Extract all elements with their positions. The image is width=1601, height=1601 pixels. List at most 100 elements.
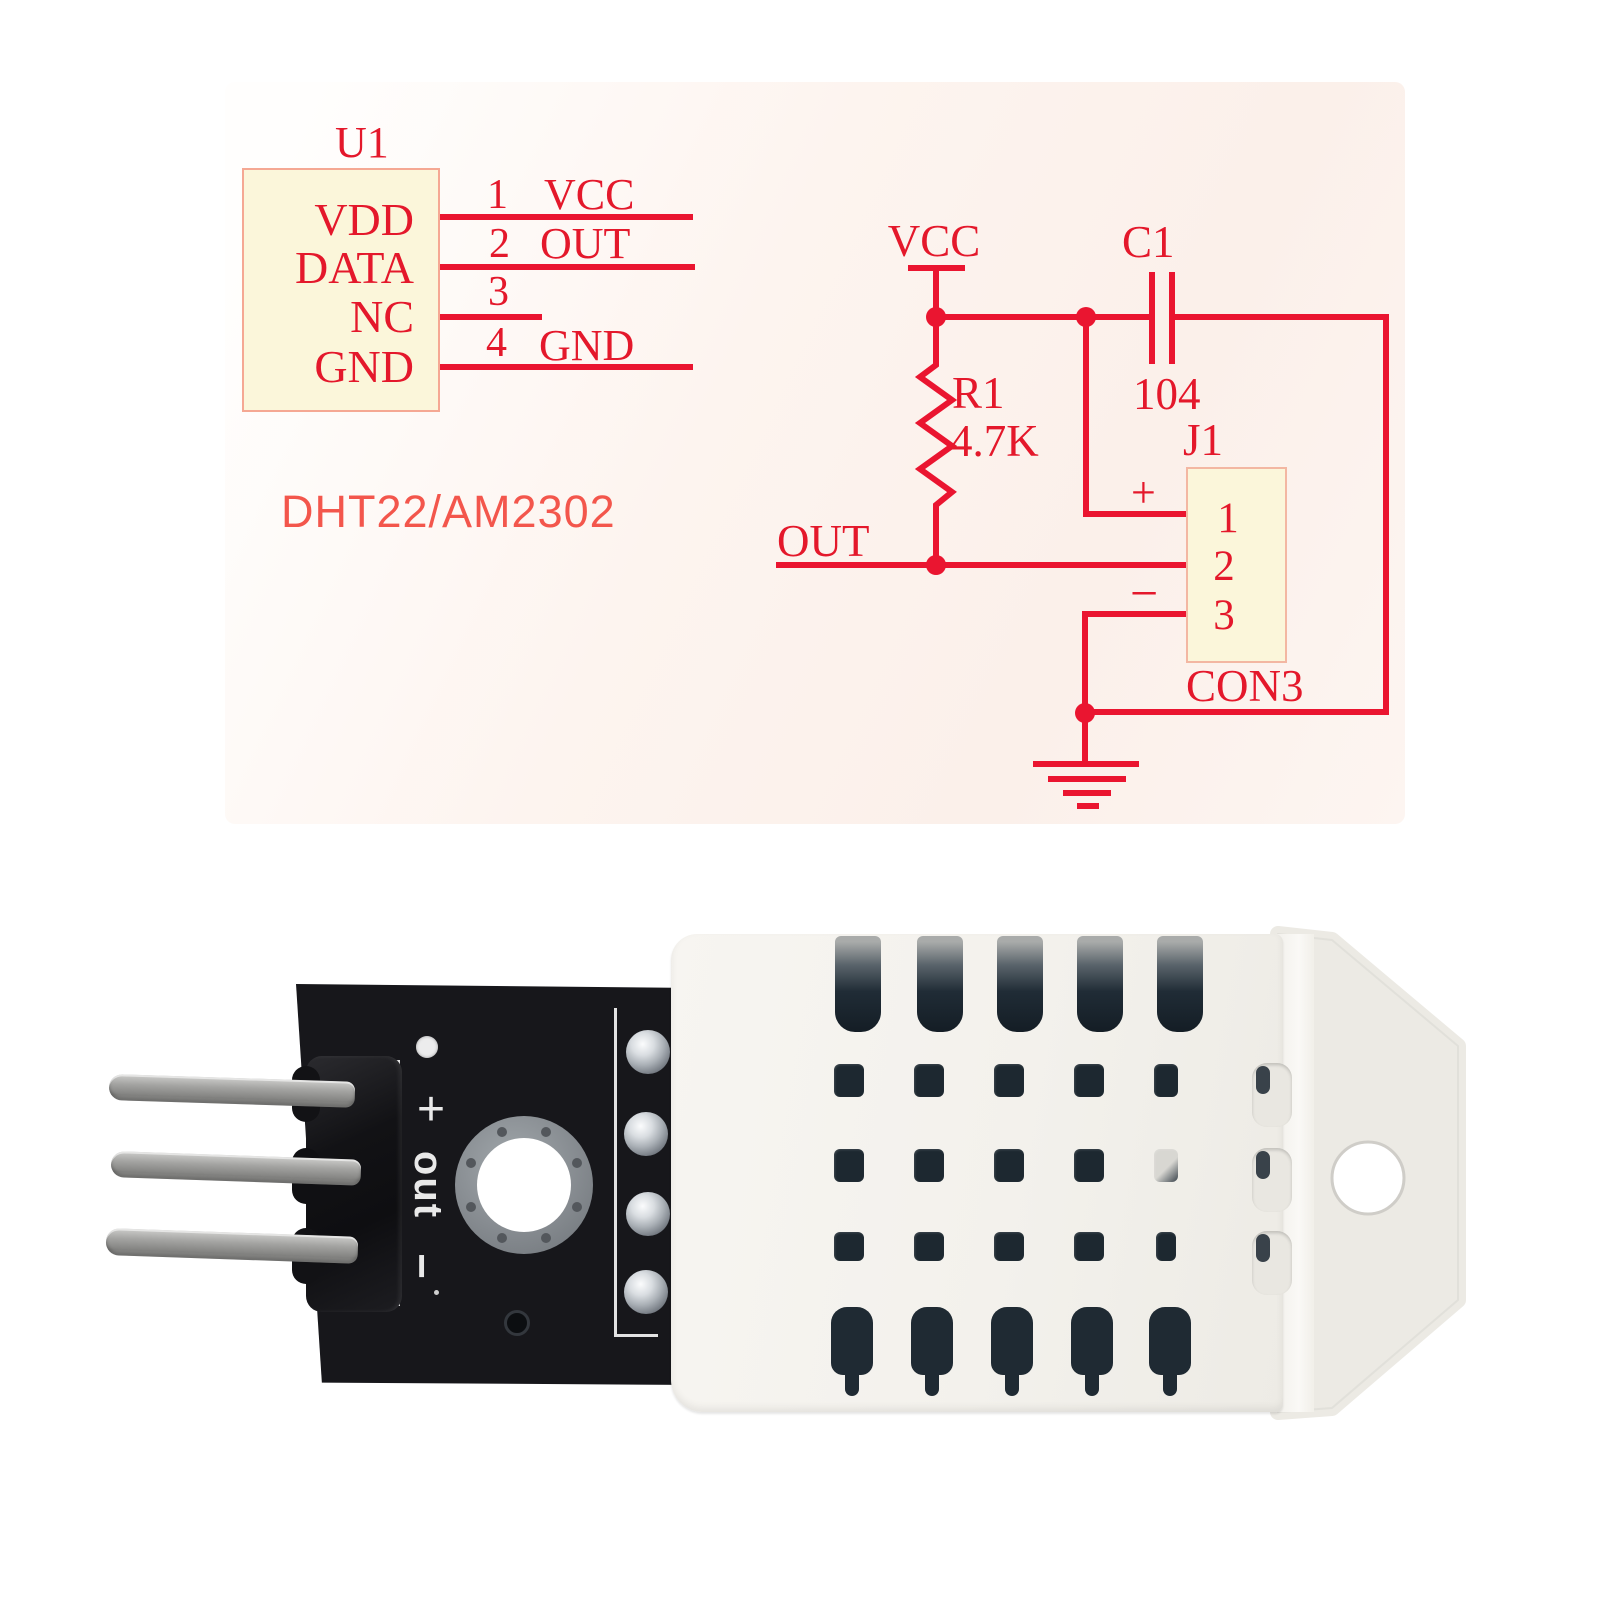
u1-pin2-net: OUT <box>540 219 631 268</box>
vent-slot-top <box>997 936 1043 1032</box>
u1-pin3-number: 3 <box>488 269 509 315</box>
u1-pin2-number: 2 <box>489 221 510 267</box>
c1-plate-right <box>1169 272 1175 364</box>
part-name-label: DHT22/AM2302 <box>281 486 616 537</box>
wire-pin4 <box>440 364 693 370</box>
wire-branch-pin3-v <box>1082 611 1088 715</box>
wire-pin2 <box>440 264 695 270</box>
silkscreen-pad-line <box>614 1008 617 1336</box>
solder-joint-3 <box>626 1192 670 1236</box>
vent-slot-bell-stem <box>1085 1372 1099 1396</box>
solder-joint-2 <box>624 1112 668 1156</box>
pcb-top-hole <box>416 1036 438 1058</box>
pcb-bottom-hole <box>504 1310 530 1336</box>
sensor-tab <box>1270 926 1466 1420</box>
solder-joint-1 <box>626 1030 670 1074</box>
c1-ref-label: C1 <box>1122 217 1175 267</box>
vent-slot-small <box>994 1064 1024 1097</box>
vent-slot-small <box>1154 1064 1178 1097</box>
wire-branch-pin3-h <box>1085 611 1186 617</box>
u1-pin1-net: VCC <box>544 170 635 219</box>
wire-out <box>776 562 1186 568</box>
wire-bottom <box>1085 709 1389 715</box>
vent-slot-bell-stem <box>1163 1372 1177 1396</box>
vent-slot-small <box>914 1232 944 1261</box>
gnd-stem <box>1082 713 1088 763</box>
vent-slot-bell <box>1149 1307 1191 1375</box>
plated-ring-dot <box>466 1201 477 1212</box>
wire-right-v <box>1383 314 1389 715</box>
solder-joint-4 <box>624 1270 668 1314</box>
u1-pin-name-nc: NC <box>350 291 414 342</box>
r1-value-label: 4.7K <box>950 416 1039 466</box>
u1-pin-name-gnd: GND <box>314 341 414 392</box>
plated-ring-dot <box>497 1232 508 1243</box>
mounting-hole <box>1330 1140 1406 1216</box>
vent-slot-bell <box>1071 1307 1113 1375</box>
plated-ring-dot <box>540 1127 551 1138</box>
u1-pin-name-vdd: VDD <box>314 194 414 245</box>
vent-slot-bell <box>831 1307 873 1375</box>
c1-plate-left <box>1149 272 1155 364</box>
j1-pin2-number: 2 <box>1213 543 1235 590</box>
j1-name-label: CON3 <box>1186 661 1304 711</box>
vcc-net-label: VCC <box>887 216 981 266</box>
vcc-stem <box>933 269 939 317</box>
edge-groove-opening <box>1256 1151 1270 1179</box>
u1-pin4-net: GND <box>539 321 635 370</box>
vent-slot-small <box>994 1232 1024 1261</box>
r1-ref-label: R1 <box>952 368 1005 418</box>
j1-pin1-number: 1 <box>1217 495 1239 542</box>
j1-plus-label: + <box>1131 468 1156 517</box>
silkscreen-pad-line-jog <box>614 1334 658 1337</box>
u1-ref-label: U1 <box>335 118 389 167</box>
c1-value-label: 104 <box>1133 369 1201 419</box>
wire-branch-pin1-h <box>1083 511 1186 517</box>
wire-branch-pin1-v <box>1083 314 1089 517</box>
gnd-bar3 <box>1063 790 1111 796</box>
vent-slot-bell-stem <box>845 1372 859 1396</box>
vent-slot-bell <box>991 1307 1033 1375</box>
gnd-bar2 <box>1048 776 1126 782</box>
plated-ring-dot <box>497 1127 508 1138</box>
gnd-bar1 <box>1033 761 1139 767</box>
out-net-label: OUT <box>777 516 870 566</box>
r1-symbol <box>914 317 958 565</box>
vent-slot-small <box>834 1149 864 1182</box>
vent-slot-small <box>914 1064 944 1097</box>
vent-slot-top <box>917 936 963 1032</box>
vent-slot-top <box>1157 936 1203 1032</box>
plated-ring-dot <box>466 1158 477 1169</box>
vent-slot-small <box>914 1149 944 1182</box>
vent-slot-small <box>834 1232 864 1261</box>
gnd-bar4 <box>1077 803 1099 809</box>
j1-minus-label: − <box>1130 565 1159 621</box>
j1-ref-label: J1 <box>1183 415 1224 465</box>
u1-pin-name-data: DATA <box>295 242 414 293</box>
plated-ring-dot <box>571 1158 582 1169</box>
u1-pin1-number: 1 <box>487 172 508 218</box>
plated-ring-hole <box>477 1138 571 1232</box>
wire-pin1 <box>440 214 693 220</box>
pcb-speck <box>434 1290 439 1295</box>
vent-slot-small <box>994 1149 1024 1182</box>
vent-slot-bell-stem <box>925 1372 939 1396</box>
vent-slot-small <box>1156 1232 1176 1261</box>
wire-pin3 <box>440 314 542 320</box>
vent-slot-small <box>1154 1149 1178 1182</box>
u1-body <box>242 168 440 412</box>
vent-slot-small <box>1074 1232 1104 1261</box>
j1-body <box>1186 467 1287 663</box>
vent-slot-small <box>834 1064 864 1097</box>
edge-groove-opening <box>1256 1066 1270 1094</box>
silkscreen-out-label: out <box>406 1150 450 1220</box>
vent-slot-bell <box>911 1307 953 1375</box>
wire-top-right <box>1174 314 1389 320</box>
vent-slot-top <box>835 936 881 1032</box>
j1-pin3-number: 3 <box>1213 592 1235 639</box>
junction-dot-out <box>926 555 946 575</box>
edge-groove-opening <box>1256 1234 1270 1262</box>
silkscreen-minus-label: − <box>397 1253 446 1279</box>
silkscreen-plus-label: + <box>416 1083 446 1136</box>
vent-slot-small <box>1074 1149 1104 1182</box>
